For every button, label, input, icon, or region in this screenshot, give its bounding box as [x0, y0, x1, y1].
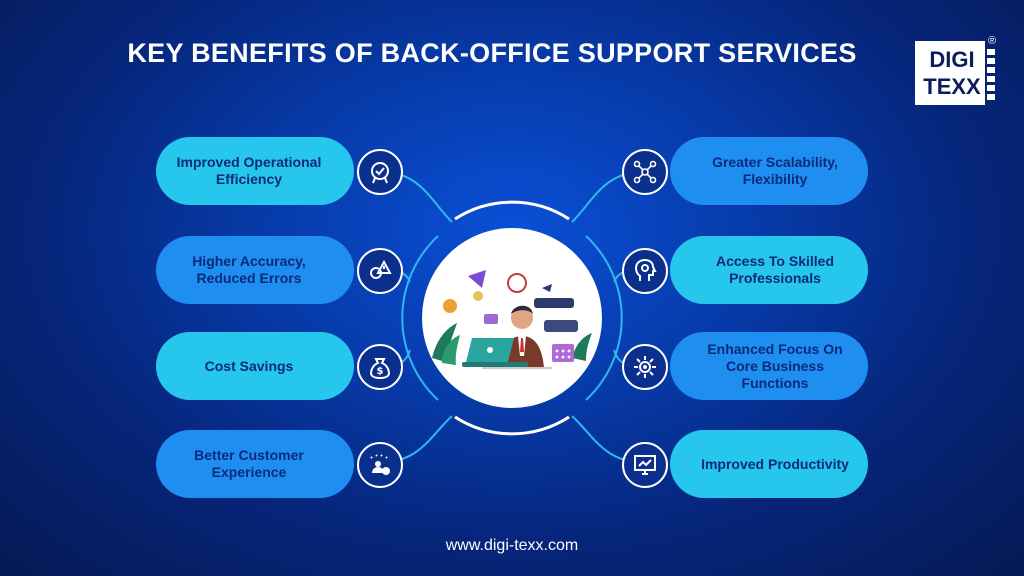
network-nodes-icon [622, 149, 668, 195]
benefit-label: Improved Operational Efficiency [176, 154, 322, 187]
digitexx-logo: DIGI TEXX ® [913, 35, 999, 107]
benefit-label: Greater Scalability, Flexibility [712, 154, 838, 187]
benefit-pill-operational-efficiency: Improved Operational Efficiency [156, 137, 354, 205]
benefit-pill-scalability: Greater Scalability, Flexibility [670, 137, 868, 205]
benefit-pill-accuracy: Higher Accuracy, Reduced Errors [156, 236, 354, 304]
registered-mark: ® [988, 35, 997, 47]
logo-line-1: DIGI [929, 47, 975, 72]
benefit-label: Better Customer Experience [194, 447, 304, 480]
benefit-pill-core-focus: Enhanced Focus On Core Business Function… [670, 332, 868, 400]
benefit-pill-cost-savings: Cost Savings [156, 332, 354, 400]
money-bag-icon: $ [357, 344, 403, 390]
benefit-pill-customer-experience: Better Customer Experience [156, 430, 354, 498]
head-gear-icon [622, 248, 668, 294]
svg-text:$: $ [377, 366, 384, 377]
logo-line-2: TEXX [923, 74, 981, 99]
logo-box: DIGI TEXX [915, 41, 985, 105]
office-worker-laptop-illustration [422, 228, 602, 408]
benefit-pill-productivity: Improved Productivity [670, 430, 868, 498]
benefit-label: Access To Skilled Professionals [715, 253, 834, 286]
customer-rating-icon [357, 442, 403, 488]
page-title: KEY BENEFITS OF BACK-OFFICE SUPPORT SERV… [127, 38, 857, 68]
productivity-chart-icon [622, 442, 668, 488]
benefit-label: Higher Accuracy, Reduced Errors [192, 253, 306, 286]
benefit-label: Improved Productivity [701, 455, 849, 472]
benefit-label: Cost Savings [204, 357, 294, 374]
gear-warning-icon [357, 248, 403, 294]
logo-film-strip [987, 49, 995, 105]
award-badge-icon [357, 149, 403, 195]
benefit-label: Enhanced Focus On Core Business Function… [707, 340, 843, 391]
benefit-pill-skilled-professionals: Access To Skilled Professionals [670, 236, 868, 304]
target-focus-icon [622, 344, 668, 390]
website-url[interactable]: www.digi-texx.com [445, 537, 579, 554]
